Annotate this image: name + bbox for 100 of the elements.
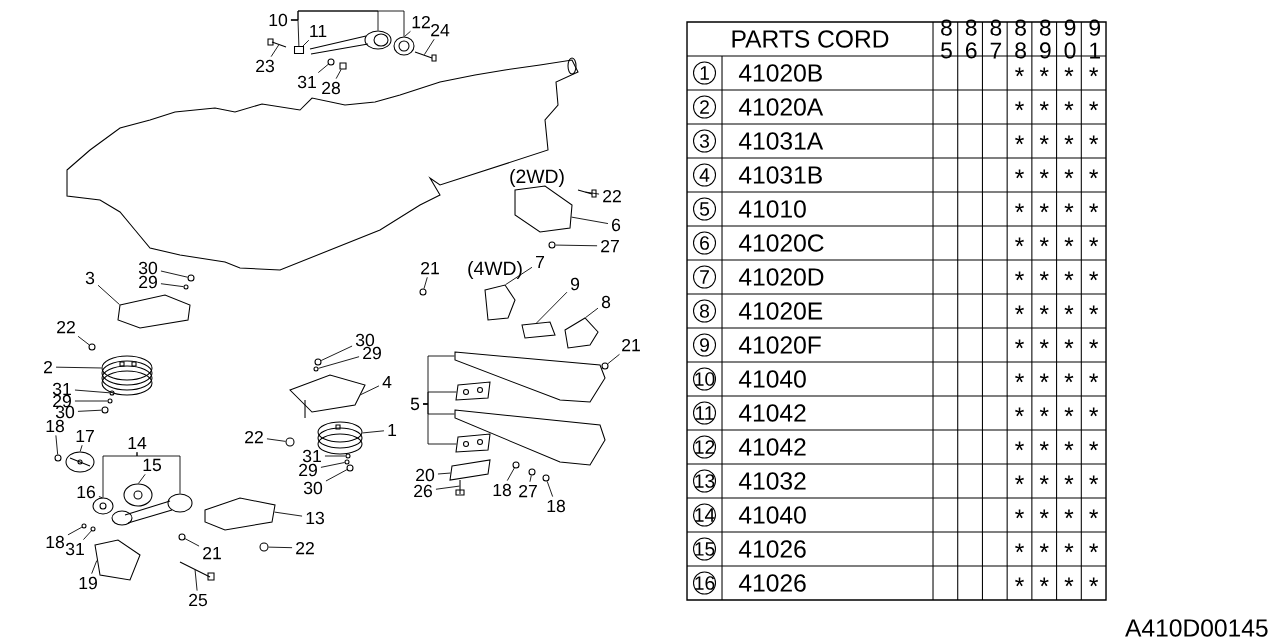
plate bbox=[455, 381, 491, 401]
bolt bbox=[419, 288, 427, 296]
asterisk-mark: * bbox=[1064, 67, 1074, 77]
part-number: 41020E bbox=[738, 302, 823, 320]
asterisk-mark: * bbox=[1089, 407, 1099, 417]
leader-line bbox=[194, 569, 198, 592]
bushing bbox=[92, 497, 114, 515]
leader-line bbox=[270, 44, 280, 58]
asterisk-mark: * bbox=[1064, 577, 1074, 587]
variant-label: (4WD) bbox=[468, 261, 522, 279]
leader-line bbox=[77, 335, 90, 346]
callout-number: 31 bbox=[302, 449, 321, 463]
mount bbox=[484, 284, 516, 321]
asterisk-mark: * bbox=[1064, 441, 1074, 451]
callout-number: 15 bbox=[143, 458, 162, 472]
leader-line bbox=[136, 451, 181, 494]
leader-line bbox=[435, 485, 460, 490]
callout-number: 18 bbox=[46, 419, 64, 433]
part-number: 41031B bbox=[738, 166, 822, 184]
crossmember bbox=[454, 351, 606, 403]
asterisk-mark: * bbox=[1089, 203, 1099, 213]
washer bbox=[344, 459, 350, 465]
bushing bbox=[294, 46, 305, 55]
callout-number: 31 bbox=[52, 382, 71, 396]
asterisk-mark: * bbox=[1039, 101, 1049, 111]
circled-number: 13 bbox=[693, 469, 717, 493]
asterisk-mark: * bbox=[1089, 237, 1099, 247]
nut bbox=[187, 274, 195, 282]
leader-line bbox=[423, 38, 435, 56]
leader-line bbox=[67, 526, 83, 536]
nut bbox=[54, 454, 62, 462]
leader-line bbox=[137, 473, 146, 484]
leader-line bbox=[266, 438, 286, 442]
plate bbox=[521, 321, 556, 339]
asterisk-mark: * bbox=[1039, 169, 1049, 179]
callout-number: 30 bbox=[355, 333, 375, 347]
year-label: 8 8 bbox=[1015, 19, 1026, 59]
year-label: 8 5 bbox=[941, 19, 952, 59]
bolt bbox=[455, 479, 465, 496]
callout-number: 22 bbox=[245, 430, 263, 444]
nut bbox=[512, 461, 520, 469]
part-number: 41020F bbox=[738, 336, 821, 354]
circled-number: 2 bbox=[693, 95, 717, 119]
leader-line bbox=[318, 356, 360, 369]
circled-number: 8 bbox=[693, 299, 717, 323]
asterisk-mark: * bbox=[1089, 271, 1099, 281]
leader-line bbox=[546, 480, 554, 498]
callout-number: 9 bbox=[570, 277, 580, 291]
asterisk-mark: * bbox=[1089, 509, 1099, 519]
nut bbox=[346, 464, 354, 472]
circled-number: 11 bbox=[693, 401, 717, 425]
callout-number: 22 bbox=[603, 189, 621, 203]
callout-number: 3 bbox=[85, 271, 95, 285]
asterisk-mark: * bbox=[1064, 407, 1074, 417]
leader-line bbox=[160, 283, 184, 288]
washer bbox=[327, 58, 335, 66]
callout-number: 31 bbox=[65, 542, 84, 556]
callout-number: 1 bbox=[388, 423, 397, 437]
circled-number: 5 bbox=[693, 197, 717, 221]
asterisk-mark: * bbox=[1064, 203, 1074, 213]
asterisk-mark: * bbox=[1015, 169, 1024, 179]
leader-line bbox=[83, 530, 92, 541]
asterisk-mark: * bbox=[1064, 509, 1074, 519]
asterisk-mark: * bbox=[1089, 101, 1099, 111]
asterisk-mark: * bbox=[1039, 237, 1049, 247]
leader-line bbox=[404, 30, 411, 37]
bracket bbox=[117, 294, 191, 329]
leader-line bbox=[571, 216, 609, 224]
year-label: 9 0 bbox=[1064, 19, 1076, 59]
washer bbox=[528, 468, 536, 476]
part-number: 41040 bbox=[738, 370, 806, 388]
bushing bbox=[123, 483, 153, 507]
callout-number: 21 bbox=[622, 338, 640, 352]
bracket bbox=[204, 497, 276, 531]
asterisk-mark: * bbox=[1015, 203, 1024, 213]
washer bbox=[90, 526, 96, 532]
leader-line bbox=[74, 400, 108, 402]
part-number: 41026 bbox=[738, 540, 806, 558]
leader-line bbox=[160, 270, 188, 278]
nut bbox=[548, 241, 556, 249]
asterisk-mark: * bbox=[1039, 577, 1049, 587]
callout-number: 30 bbox=[138, 261, 158, 275]
asterisk-mark: * bbox=[1064, 373, 1074, 383]
leader-line bbox=[268, 546, 293, 549]
callout-number: 13 bbox=[306, 511, 324, 525]
callout-number: 26 bbox=[414, 484, 432, 498]
callout-number: 18 bbox=[46, 535, 64, 549]
leader-line bbox=[555, 244, 598, 247]
asterisk-mark: * bbox=[1015, 509, 1024, 519]
leader-line bbox=[505, 266, 533, 286]
circled-number: 6 bbox=[693, 231, 717, 255]
asterisk-mark: * bbox=[1089, 373, 1099, 383]
asterisk-mark: * bbox=[1015, 441, 1024, 451]
part-number: 41026 bbox=[738, 574, 806, 592]
part-number: 41032 bbox=[738, 472, 806, 490]
leader-line bbox=[585, 191, 600, 195]
asterisk-mark: * bbox=[1039, 475, 1049, 485]
asterisk-mark: * bbox=[1064, 169, 1074, 179]
washer bbox=[313, 366, 319, 372]
leader-line bbox=[274, 511, 303, 517]
